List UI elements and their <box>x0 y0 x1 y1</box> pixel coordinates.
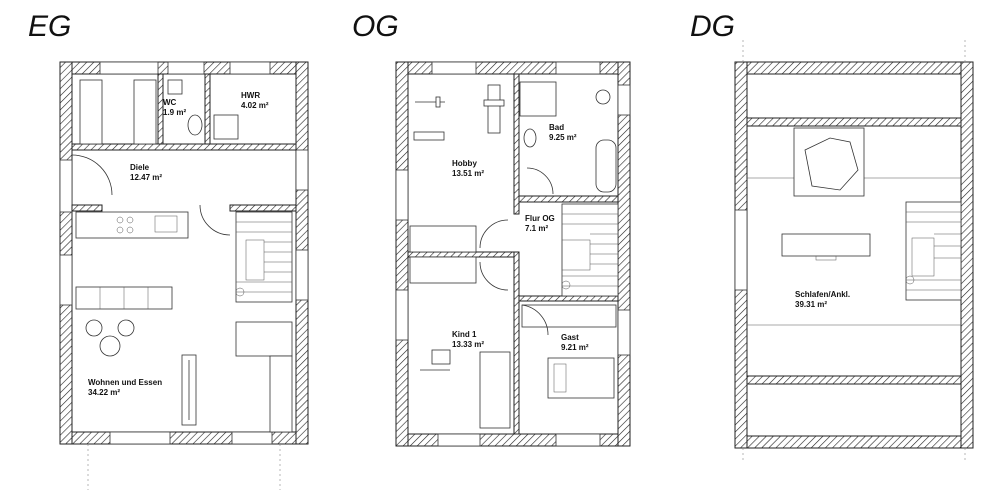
eg-hwr-washer <box>213 114 239 140</box>
room-area-wohnen: 34.22 m² <box>88 388 120 397</box>
og-interior-walls <box>407 73 619 435</box>
room-area-hwr: 4.02 m² <box>241 101 269 110</box>
eg-staircase <box>235 211 293 303</box>
room-name-hwr: HWR <box>241 91 260 100</box>
room-area-bad: 9.25 m² <box>549 133 577 142</box>
eg-kitchen-counter <box>75 211 189 239</box>
room-name-diele: Diele <box>130 163 150 172</box>
floor-plan-eg: EG <box>28 10 309 490</box>
floor-plan-og: OG <box>352 10 631 447</box>
og-hobby-door <box>479 219 509 249</box>
room-name-kind-1: Kind 1 <box>452 330 477 339</box>
og-toilet <box>595 89 611 105</box>
og-staircase <box>561 203 619 297</box>
eg-dining-table <box>99 335 121 357</box>
eg-diele-door <box>199 204 231 236</box>
room-name-wohnen: Wohnen und Essen <box>88 378 162 387</box>
floor-title-og: OG <box>352 10 399 43</box>
og-hobby-desk <box>409 225 477 253</box>
room-name-flur-og: Flur OG <box>525 214 555 223</box>
floor-title-dg: DG <box>690 10 735 43</box>
eg-interior-walls <box>71 73 297 212</box>
room-area-wc: 1.9 m² <box>163 108 186 117</box>
room-name-wc: WC <box>163 98 177 107</box>
eg-sofa-chaise <box>269 355 293 433</box>
og-bad-sink <box>523 128 537 148</box>
room-area-kind-1: 13.33 m² <box>452 340 484 349</box>
eg-dining-chair <box>85 319 103 337</box>
room-name-schlafen: Schlafen/Ankl. <box>795 290 850 299</box>
og-kind-chair <box>431 349 451 365</box>
floor-title-eg: EG <box>28 10 71 43</box>
og-kind-door <box>479 261 509 291</box>
og-bathtub <box>595 139 617 193</box>
room-name-hobby: Hobby <box>452 159 477 168</box>
og-gym-equipment <box>413 84 505 141</box>
dg-knee-walls <box>746 117 962 385</box>
og-kind-bed <box>479 351 511 429</box>
og-gast-wardrobe <box>521 304 617 328</box>
og-shower <box>519 81 557 117</box>
room-area-gast: 9.21 m² <box>561 343 589 352</box>
dg-staircase <box>905 201 962 301</box>
eg-diele-cabinet <box>133 79 157 145</box>
dg-dresser <box>781 233 871 257</box>
og-bad-door <box>526 167 554 195</box>
og-kind-desk <box>409 256 477 284</box>
eg-dining-chair <box>117 319 135 337</box>
eg-windows <box>59 61 309 445</box>
room-name-gast: Gast <box>561 333 579 342</box>
eg-wc-basin <box>167 79 183 95</box>
room-area-diele: 12.47 m² <box>130 173 162 182</box>
room-area-flur-og: 7.1 m² <box>525 224 548 233</box>
floor-plan-dg: DG <box>690 10 974 460</box>
dg-window <box>734 209 748 291</box>
og-gast-bed <box>547 357 615 399</box>
eg-wardrobe <box>79 79 103 145</box>
og-windows <box>395 61 631 447</box>
eg-entry-door <box>71 154 113 196</box>
eg-sofa <box>235 321 293 357</box>
room-name-bad: Bad <box>549 123 564 132</box>
dg-bed <box>793 127 865 197</box>
room-area-schlafen: 39.31 m² <box>795 300 827 309</box>
room-area-hobby: 13.51 m² <box>452 169 484 178</box>
dg-bed-blanket <box>804 137 859 191</box>
eg-wc-toilet <box>187 114 203 136</box>
og-gast-door <box>521 304 549 336</box>
